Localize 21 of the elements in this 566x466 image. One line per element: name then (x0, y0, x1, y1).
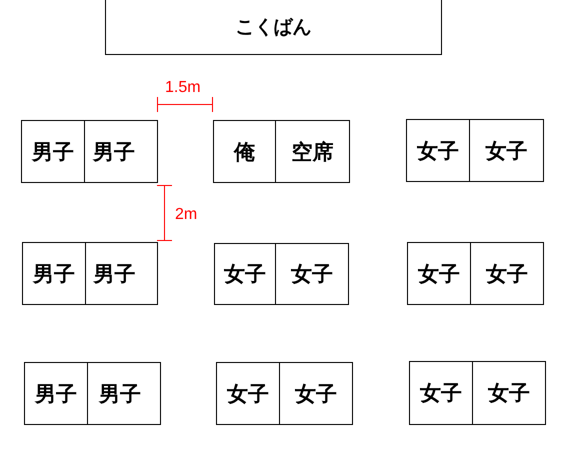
seat-box: 俺 (213, 120, 276, 183)
seat-box: 女子 (406, 119, 470, 182)
seat-box: 空席 (275, 120, 350, 183)
seat-box: 男子 (22, 242, 86, 305)
seat-box: 女子 (214, 243, 276, 305)
seat-box: 女子 (275, 243, 349, 305)
seat-box: 女子 (470, 242, 544, 305)
seat-box: 女子 (407, 242, 471, 305)
seat-box: 女子 (469, 119, 544, 182)
seat-box: 女子 (216, 362, 280, 425)
dimension-label: 2m (175, 207, 198, 223)
seat-box: 男子 (85, 242, 158, 305)
seat-box: 女子 (409, 361, 473, 425)
seat-box: 男子 (84, 120, 158, 183)
seat-box: 女子 (279, 362, 353, 425)
dimension-label: 1.5m (165, 80, 201, 96)
seat-box: 女子 (472, 361, 546, 425)
seat-box: 男子 (21, 120, 85, 183)
seat-box: 男子 (24, 362, 88, 425)
blackboard: こくばん (105, 0, 442, 55)
seat-box: 男子 (87, 362, 161, 425)
